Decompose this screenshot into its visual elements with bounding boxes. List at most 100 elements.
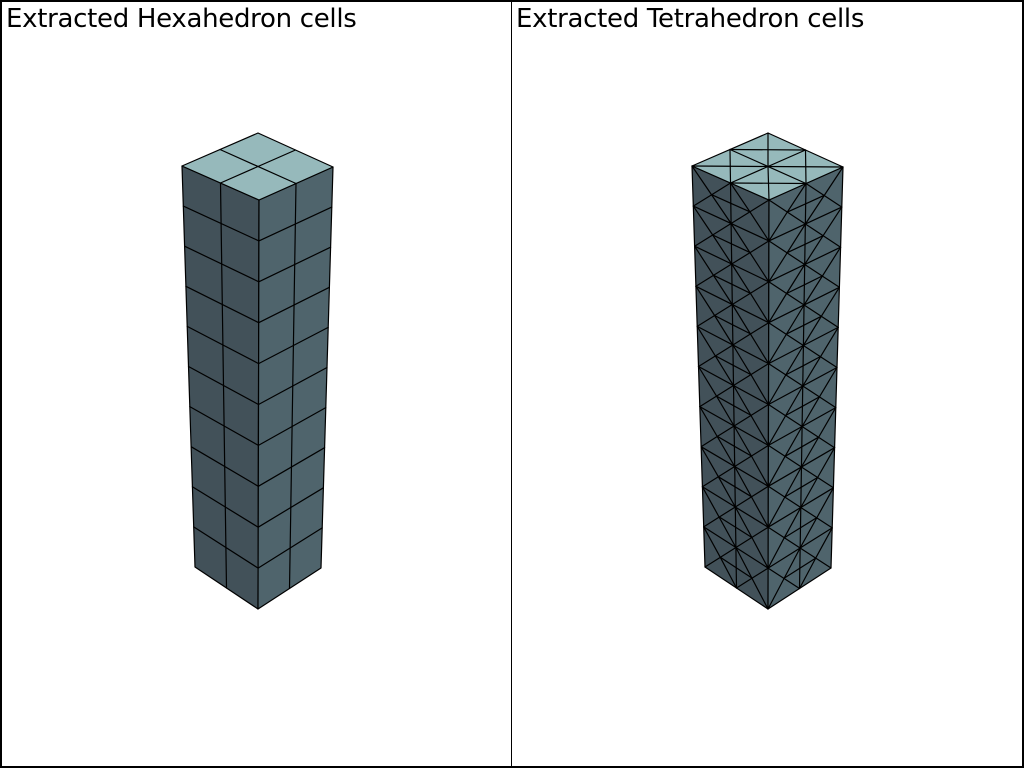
left-diagonal-edge [692, 205, 714, 236]
right-diagonal-edge [801, 436, 820, 448]
left-diagonal-edge [750, 403, 770, 416]
right-diagonal-edge [804, 235, 824, 245]
right-diagonal-edge [802, 356, 821, 367]
left-diagonal-edge [731, 263, 751, 294]
left-diagonal-edge [719, 556, 737, 569]
left-diagonal-edge [700, 446, 719, 478]
right-diagonal-edge [768, 240, 788, 254]
left-diagonal-edge [714, 314, 734, 346]
right-diagonal-edge [818, 366, 838, 398]
right-diagonal-edge [798, 557, 817, 590]
left-diagonal-edge [735, 577, 753, 589]
left-diagonal-edge [695, 274, 715, 287]
left-face [181, 165, 260, 610]
left-diagonal-edge [734, 486, 753, 498]
left-diagonal-edge [733, 405, 752, 416]
left-diagonal-edge [718, 516, 737, 528]
right-diagonal-edge [801, 425, 820, 438]
right-diagonal-edge [805, 182, 825, 196]
left-diagonal-edge [712, 234, 732, 245]
right-horizontal-edge [257, 366, 328, 406]
right-diagonal-edge [819, 356, 838, 369]
right-diagonal-edge [786, 263, 806, 295]
right-diagonal-edge [768, 292, 788, 324]
left-diagonal-edge [730, 243, 751, 254]
left-horizontal-edge [182, 205, 260, 242]
left-horizontal-edge [187, 365, 260, 406]
right-diagonal-edge [783, 577, 801, 590]
right-diagonal-edge [783, 567, 801, 580]
right-diagonal-edge [767, 455, 786, 487]
viewport-hexahedron[interactable]: Extracted Hexahedron cells [0, 0, 513, 768]
left-diagonal-edge [716, 425, 735, 437]
viewport-title: Extracted Hexahedron cells [6, 4, 357, 34]
right-diagonal-edge [784, 446, 803, 457]
left-diagonal-edge [734, 506, 753, 539]
left-diagonal-edge [750, 455, 769, 487]
left-diagonal-edge [749, 211, 770, 242]
left-diagonal-edge [733, 414, 752, 427]
left-diagonal-edge [715, 395, 735, 407]
right-horizontal-edge [258, 246, 332, 283]
left-horizontal-edge [185, 285, 260, 324]
left-diagonal-edge [730, 202, 751, 213]
left-diagonal-edge [697, 365, 718, 397]
right-diagonal-edge [785, 344, 804, 376]
left-diagonal-edge [731, 283, 751, 294]
right-diagonal-edge [783, 527, 802, 539]
right-diagonal-edge [817, 436, 836, 449]
right-horizontal-edge [258, 326, 329, 365]
right-diagonal-edge [800, 476, 819, 509]
right-diagonal-edge [786, 284, 805, 295]
right-diagonal-edge [804, 235, 824, 266]
right-horizontal-edge [257, 447, 326, 487]
left-horizontal-edge [193, 526, 259, 569]
right-diagonal-edge [805, 194, 825, 205]
right-diagonal-edge [815, 527, 833, 559]
right-horizontal-edge [258, 286, 330, 324]
left-diagonal-edge [713, 274, 733, 285]
right-diagonal-edge [817, 447, 836, 479]
hexahedron-mesh[interactable] [2, 2, 513, 768]
right-diagonal-edge [822, 206, 843, 237]
left-horizontal-edge [190, 446, 259, 487]
left-diagonal-edge [734, 496, 753, 508]
left-diagonal-edge [719, 556, 738, 589]
right-horizontal-edge [257, 487, 324, 528]
left-diagonal-edge [733, 425, 752, 457]
right-diagonal-edge [821, 275, 840, 288]
right-diagonal-edge [799, 517, 818, 529]
right-diagonal-edge [768, 211, 788, 242]
right-diagonal-edge [800, 476, 819, 488]
right-diagonal-edge [804, 263, 823, 277]
left-diagonal-edge [750, 374, 770, 406]
right-diagonal-edge [803, 315, 822, 326]
right-diagonal-edge [802, 344, 821, 358]
right-diagonal-edge [786, 252, 806, 266]
right-diagonal-edge [800, 506, 818, 519]
left-diagonal-edge [733, 445, 752, 457]
top-diagonal-edge [729, 148, 732, 184]
right-diagonal-edge [767, 374, 787, 406]
left-diagonal-edge [714, 344, 734, 357]
right-diagonal-edge [785, 333, 804, 347]
left-diagonal-edge [711, 194, 732, 204]
right-diagonal-edge [767, 537, 785, 569]
right-diagonal-edge [767, 567, 785, 580]
left-diagonal-edge [735, 567, 753, 579]
viewport-title: Extracted Tetrahedron cells [516, 4, 865, 34]
tetrahedron-mesh[interactable] [512, 2, 1023, 768]
left-diagonal-edge [732, 324, 752, 335]
left-diagonal-edge [751, 485, 769, 498]
left-diagonal-edge [712, 234, 733, 265]
left-diagonal-edge [732, 364, 752, 376]
right-diagonal-edge [783, 506, 802, 539]
left-diagonal-edge [732, 344, 752, 376]
left-diagonal-edge [697, 355, 717, 368]
left-diagonal-edge [711, 182, 732, 196]
right-diagonal-edge [802, 315, 822, 347]
left-diagonal-edge [750, 322, 770, 335]
right-diagonal-edge [767, 403, 786, 417]
viewport-tetrahedron[interactable]: Extracted Tetrahedron cells [511, 0, 1024, 768]
right-diagonal-edge [784, 496, 802, 509]
